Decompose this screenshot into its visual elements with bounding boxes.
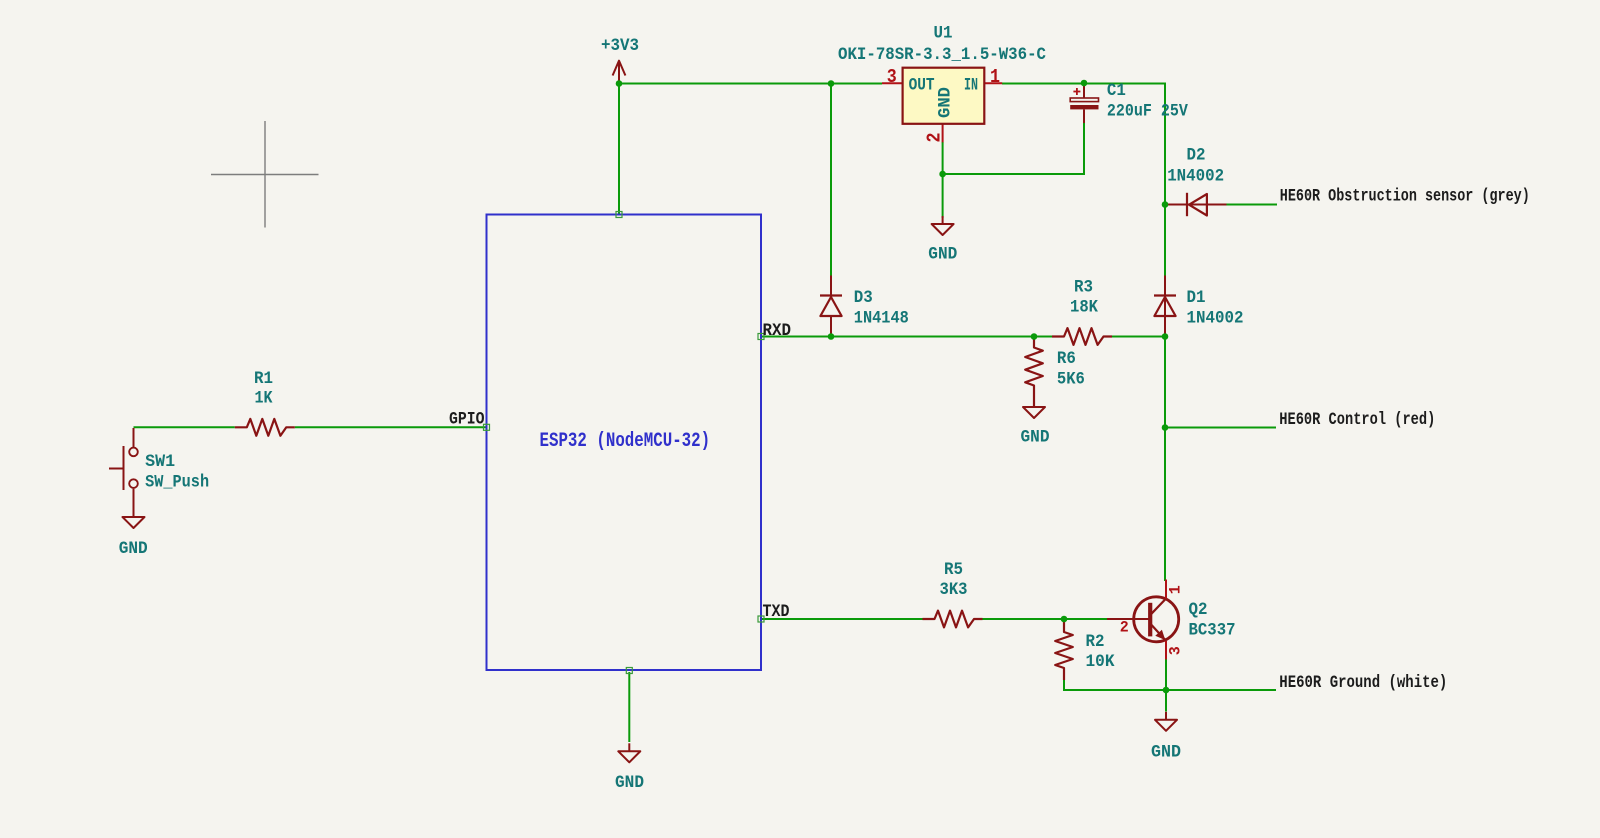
svg-text:BC337: BC337 (1189, 621, 1236, 641)
svg-text:SW_Push: SW_Push (145, 472, 209, 492)
svg-text:OKI-78SR-3.3_1.5-W36-C: OKI-78SR-3.3_1.5-W36-C (838, 45, 1046, 65)
svg-text:HE60R Obstruction sensor (grey: HE60R Obstruction sensor (grey) (1280, 186, 1530, 206)
svg-text:D2: D2 (1187, 145, 1206, 165)
svg-text:GND: GND (1021, 428, 1050, 448)
svg-text:D1: D1 (1187, 288, 1206, 308)
svg-text:3K3: 3K3 (940, 580, 968, 600)
svg-text:GND: GND (928, 245, 957, 265)
svg-text:HE60R Control (red): HE60R Control (red) (1279, 410, 1435, 430)
svg-text:1N4002: 1N4002 (1167, 166, 1224, 186)
svg-text:R5: R5 (944, 560, 963, 580)
svg-text:1: 1 (1167, 585, 1185, 594)
svg-text:3: 3 (887, 66, 897, 88)
svg-text:U1: U1 (934, 24, 953, 44)
svg-text:RXD: RXD (763, 321, 792, 341)
svg-text:IN: IN (964, 76, 978, 96)
svg-text:OUT: OUT (909, 76, 935, 96)
svg-text:+3V3: +3V3 (601, 36, 639, 56)
svg-text:GND: GND (936, 87, 956, 118)
svg-text:2: 2 (1120, 619, 1129, 637)
svg-text:5K6: 5K6 (1057, 369, 1085, 389)
svg-text:R2: R2 (1086, 632, 1105, 652)
svg-text:Q2: Q2 (1189, 600, 1208, 620)
svg-text:18K: 18K (1070, 298, 1098, 318)
svg-text:1: 1 (990, 66, 1000, 88)
svg-text:TXD: TXD (763, 602, 790, 622)
svg-text:R3: R3 (1074, 277, 1093, 297)
svg-text:220uF 25V: 220uF 25V (1107, 102, 1188, 122)
svg-text:SW1: SW1 (145, 452, 175, 472)
svg-text:2: 2 (924, 133, 946, 143)
svg-text:HE60R Ground (white): HE60R Ground (white) (1279, 673, 1447, 693)
svg-text:3: 3 (1167, 646, 1185, 655)
svg-text:1K: 1K (255, 389, 273, 409)
svg-text:GND: GND (615, 773, 644, 793)
svg-text:GND: GND (119, 539, 148, 559)
svg-text:C1: C1 (1107, 81, 1126, 101)
svg-text:GND: GND (1151, 743, 1181, 763)
svg-text:R6: R6 (1057, 349, 1076, 369)
svg-text:R1: R1 (254, 369, 273, 389)
svg-text:GPIO: GPIO (449, 409, 485, 429)
svg-text:1N4002: 1N4002 (1187, 309, 1244, 329)
svg-text:1N4148: 1N4148 (854, 309, 909, 329)
svg-text:ESP32 (NodeMCU-32): ESP32 (NodeMCU-32) (540, 430, 711, 453)
svg-text:10K: 10K (1086, 652, 1115, 672)
svg-text:D3: D3 (854, 288, 873, 308)
